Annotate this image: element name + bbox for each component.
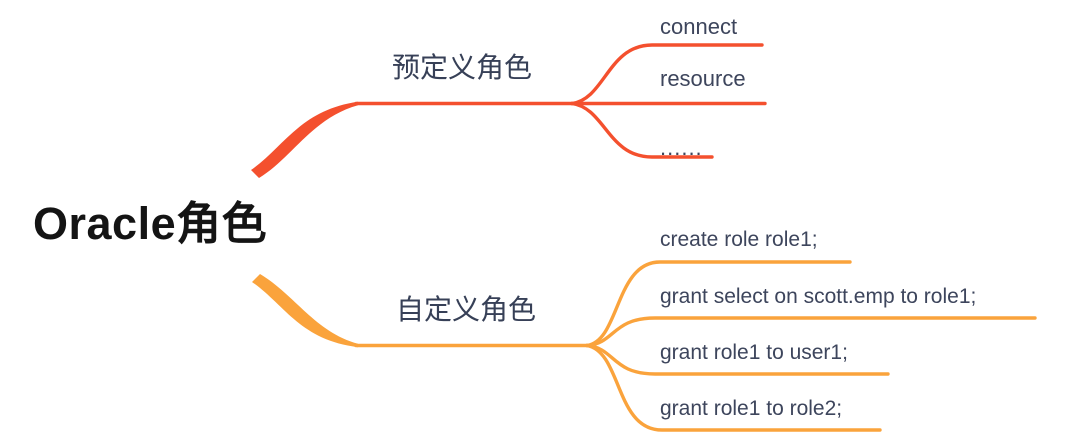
branch-taper-custom [252, 274, 358, 348]
child-topic-ellipsis[interactable]: ...... [660, 135, 703, 160]
root-topic-label-latin: Oracle [33, 198, 177, 249]
root-topic-label-cjk: 角色 [176, 198, 268, 249]
child-topic-grant-role1-role2[interactable]: grant role1 to role2; [660, 397, 843, 420]
branch-line-create-role [585, 260, 852, 348]
root-topic-oracle-roles[interactable]: Oracle角色 [33, 199, 267, 249]
branch-taper-predefined [251, 101, 358, 178]
child-topic-create-role[interactable]: create role role1; [660, 228, 818, 251]
child-topic-grant-role1-user1[interactable]: grant role1 to user1; [660, 341, 848, 364]
branch-topic-predefined-roles[interactable]: 预定义角色 [392, 52, 533, 83]
branch-topic-custom-roles[interactable]: 自定义角色 [396, 294, 537, 325]
child-topic-connect[interactable]: connect [660, 14, 738, 39]
child-topic-resource[interactable]: resource [660, 66, 746, 91]
child-topic-grant-select[interactable]: grant select on scott.emp to role1; [660, 285, 977, 308]
branch-line-grant-select [585, 316, 1037, 348]
branch-line-dots [570, 101, 714, 159]
branch-line-grant-role2 [585, 343, 882, 432]
branch-line-connect [570, 43, 764, 106]
